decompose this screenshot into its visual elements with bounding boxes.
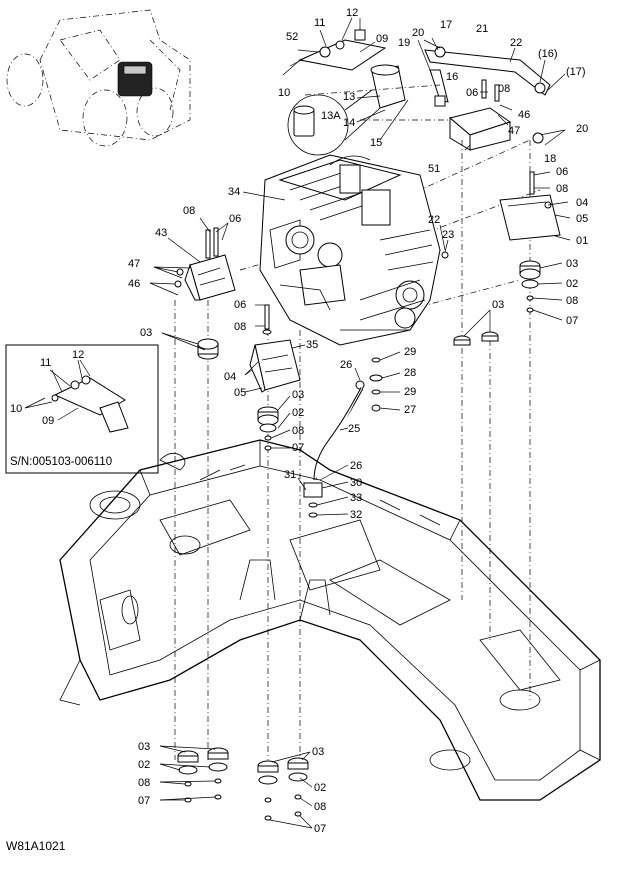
callout-17-paren: (17) xyxy=(566,66,586,78)
callout-19: 19 xyxy=(398,37,410,49)
callout-13A: 13A xyxy=(321,110,341,122)
callout-47-left: 47 xyxy=(128,258,140,270)
callout-22-engine: 22 xyxy=(428,214,440,226)
callout-32: 32 xyxy=(350,509,362,521)
callout-23: 23 xyxy=(442,229,454,241)
callout-08-right: 08 xyxy=(556,183,568,195)
mount-plate-01 xyxy=(499,171,571,241)
callout-07-bottom-left: 07 xyxy=(138,795,150,807)
callout-08-left: 08 xyxy=(183,205,195,217)
bottom-left-mounts xyxy=(159,745,229,803)
inset-callout-09: 09 xyxy=(42,415,54,427)
bracket-51 xyxy=(448,79,513,151)
callout-08-mid-stack: 08 xyxy=(292,425,304,437)
callout-07-bottom-right: 07 xyxy=(314,823,326,835)
callout-35: 35 xyxy=(306,339,318,351)
callout-08-mid: 08 xyxy=(234,321,246,333)
callout-05-mid: 05 xyxy=(234,387,246,399)
callout-47: 47 xyxy=(508,125,520,137)
callout-29-lower: 29 xyxy=(404,386,416,398)
callout-20: 20 xyxy=(412,27,424,39)
callout-03-bottom-right: 03 xyxy=(312,746,324,758)
serial-number-note: S/N:005103-006110 xyxy=(10,456,112,468)
callout-03-right: 03 xyxy=(566,258,578,270)
engine-34 xyxy=(242,154,441,346)
callout-05: 05 xyxy=(576,213,588,225)
callout-16-paren: (16) xyxy=(538,48,558,60)
callout-17: 17 xyxy=(440,19,452,31)
callout-03-mid: 03 xyxy=(292,389,304,401)
callout-08-bottom-right: 08 xyxy=(314,801,326,813)
callout-51: 51 xyxy=(428,163,440,175)
callout-08-right-stack: 08 xyxy=(566,295,578,307)
loader-thumbnail xyxy=(6,9,191,147)
callout-09: 09 xyxy=(376,33,388,45)
callout-46-left: 46 xyxy=(128,278,140,290)
callout-26-lower: 26 xyxy=(350,460,362,472)
inset-13A xyxy=(287,89,381,156)
right-mount-stack xyxy=(439,224,563,321)
callout-07-mid: 07 xyxy=(292,442,304,454)
callout-34: 34 xyxy=(228,186,240,198)
callout-01: 01 xyxy=(576,235,588,247)
left-bracket-43 xyxy=(149,217,236,301)
callout-04: 04 xyxy=(576,197,588,209)
callout-08-bottom-left: 08 xyxy=(138,777,150,789)
callout-04-mid: 04 xyxy=(224,371,236,383)
callout-15: 15 xyxy=(370,137,382,149)
callout-02-mid: 02 xyxy=(292,407,304,419)
callout-13: 13 xyxy=(343,91,355,103)
inset-callout-11: 11 xyxy=(40,357,51,369)
callout-26: 26 xyxy=(340,359,352,371)
callout-20-right: 20 xyxy=(576,123,588,135)
callout-29: 29 xyxy=(404,346,416,358)
callout-06-right: 06 xyxy=(556,166,568,178)
callout-labels: 52 11 12 09 10 13 13A 14 15 20 17 21 19 … xyxy=(6,7,588,853)
callout-31: 31 xyxy=(284,469,296,481)
callout-27: 27 xyxy=(404,404,416,416)
callout-30: 30 xyxy=(350,477,362,489)
upper-right-bracket xyxy=(417,37,566,146)
serial-inset-box xyxy=(5,344,159,474)
callout-06-mid: 06 xyxy=(234,299,246,311)
callout-21: 21 xyxy=(476,23,488,35)
callout-03-left: 03 xyxy=(140,327,152,339)
middle-mount-stack xyxy=(257,395,291,451)
callout-06: 06 xyxy=(466,87,478,99)
callout-25: 25 xyxy=(348,423,360,435)
callout-14: 14 xyxy=(343,117,355,129)
fuel-filter-13 xyxy=(356,64,409,141)
callout-33: 33 xyxy=(350,492,362,504)
callout-46: 46 xyxy=(518,109,530,121)
callout-16: 16 xyxy=(446,71,458,83)
callout-03-bottom-left: 03 xyxy=(138,741,150,753)
callout-02-right: 02 xyxy=(566,278,578,290)
callout-12: 12 xyxy=(346,7,358,19)
callout-10: 10 xyxy=(278,87,290,99)
right-frame-mounts xyxy=(453,309,499,346)
callout-07-right: 07 xyxy=(566,315,578,327)
callout-28: 28 xyxy=(404,367,416,379)
callout-43: 43 xyxy=(155,227,167,239)
callout-06-left: 06 xyxy=(229,213,241,225)
callout-11: 11 xyxy=(314,17,325,29)
callout-22: 22 xyxy=(510,37,522,49)
hose-25-assembly xyxy=(297,351,401,518)
drawing-code: W81A1021 xyxy=(6,839,66,853)
callout-02-bottom-left: 02 xyxy=(138,759,150,771)
callout-08: 08 xyxy=(498,83,510,95)
left-mount-03 xyxy=(161,332,219,360)
inset-callout-12: 12 xyxy=(72,349,84,361)
bottom-right-mounts xyxy=(257,751,313,829)
callout-18: 18 xyxy=(544,153,556,165)
filter-bracket-assembly xyxy=(282,17,387,76)
callout-02-bottom-right: 02 xyxy=(314,782,326,794)
inset-callout-10: 10 xyxy=(10,403,22,415)
callout-52: 52 xyxy=(286,31,298,43)
chassis-frame xyxy=(59,439,601,801)
bracket-35 xyxy=(244,304,306,393)
callout-03-frame: 03 xyxy=(492,299,504,311)
